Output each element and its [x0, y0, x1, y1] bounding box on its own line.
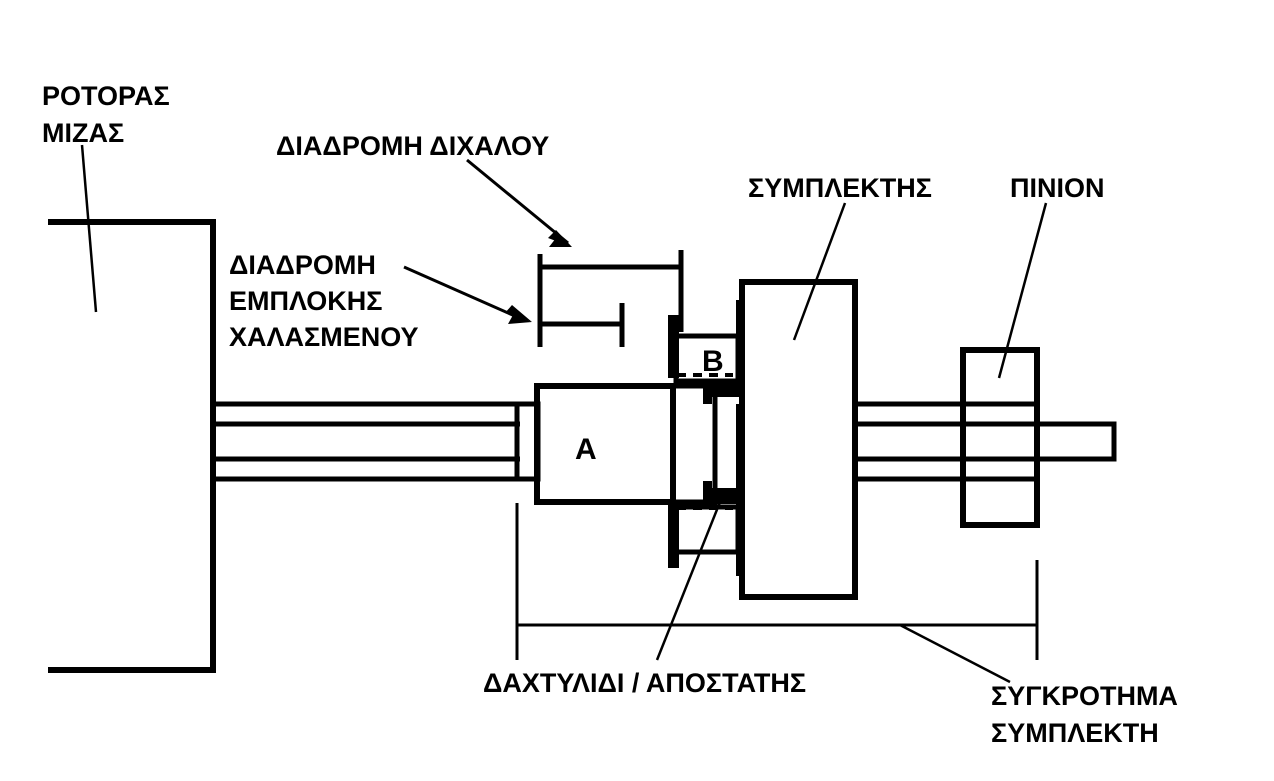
fork-travel-label: ΔΙΑΔΡΟΜΗ ΔΙΧΑΛΟΥ	[276, 131, 549, 161]
part-a-label: A	[575, 433, 597, 466]
rotor-housing	[48, 219, 216, 673]
ring-spacer-label: ΔΑΧΤΥΛΙΔΙ / ΑΠΟΣΤΑΤΗΣ	[483, 668, 806, 698]
ring-spacer-leader-line	[655, 491, 726, 661]
clutch-assembly-label-line2: ΣΥΜΠΛΕΚΤΗ	[991, 718, 1159, 748]
clutch-block	[739, 279, 858, 600]
rotor-leader-line	[80, 144, 98, 313]
worn-engagement-arrow	[403, 265, 532, 324]
rotor-label-line1: ΡΟΤΟΡΑΣ	[42, 81, 170, 111]
shaft-tip	[1037, 421, 1117, 462]
clutch-assembly-leader-line	[899, 623, 1011, 684]
fork-travel-dimension	[537, 250, 684, 345]
pinion-label: ΠΙΝΙΟΝ	[1010, 173, 1105, 203]
ring-spacer-detail	[677, 300, 743, 576]
pinion-block	[960, 347, 1040, 528]
fork-travel-arrow	[466, 158, 572, 247]
worn-engagement-label-line1: ΔΙΑΔΡΟΜΗ	[229, 250, 376, 280]
part-b-label: B	[702, 345, 724, 378]
armature-shaft-right	[855, 401, 1037, 482]
clutch-leader-line	[792, 202, 847, 341]
clutch-assembly-dimension	[515, 503, 1039, 660]
pinion-leader-line	[997, 202, 1048, 379]
worn-engagement-label-line3: ΧΑΛΑΣΜΕΝΟΥ	[229, 322, 418, 352]
clutch-label: ΣΥΜΠΛΕΚΤΗΣ	[748, 173, 932, 203]
armature-shaft-left	[213, 401, 520, 482]
worn-engagement-label-line2: ΕΜΠΛΟΚΗΣ	[229, 286, 382, 316]
clutch-body-a	[534, 383, 718, 505]
clutch-assembly-label-line1: ΣΥΓΚΡΟΤΗΜΑ	[991, 681, 1178, 711]
worn-engagement-dimension	[537, 303, 625, 347]
rotor-label-line2: ΜΙΖΑΣ	[42, 118, 124, 148]
